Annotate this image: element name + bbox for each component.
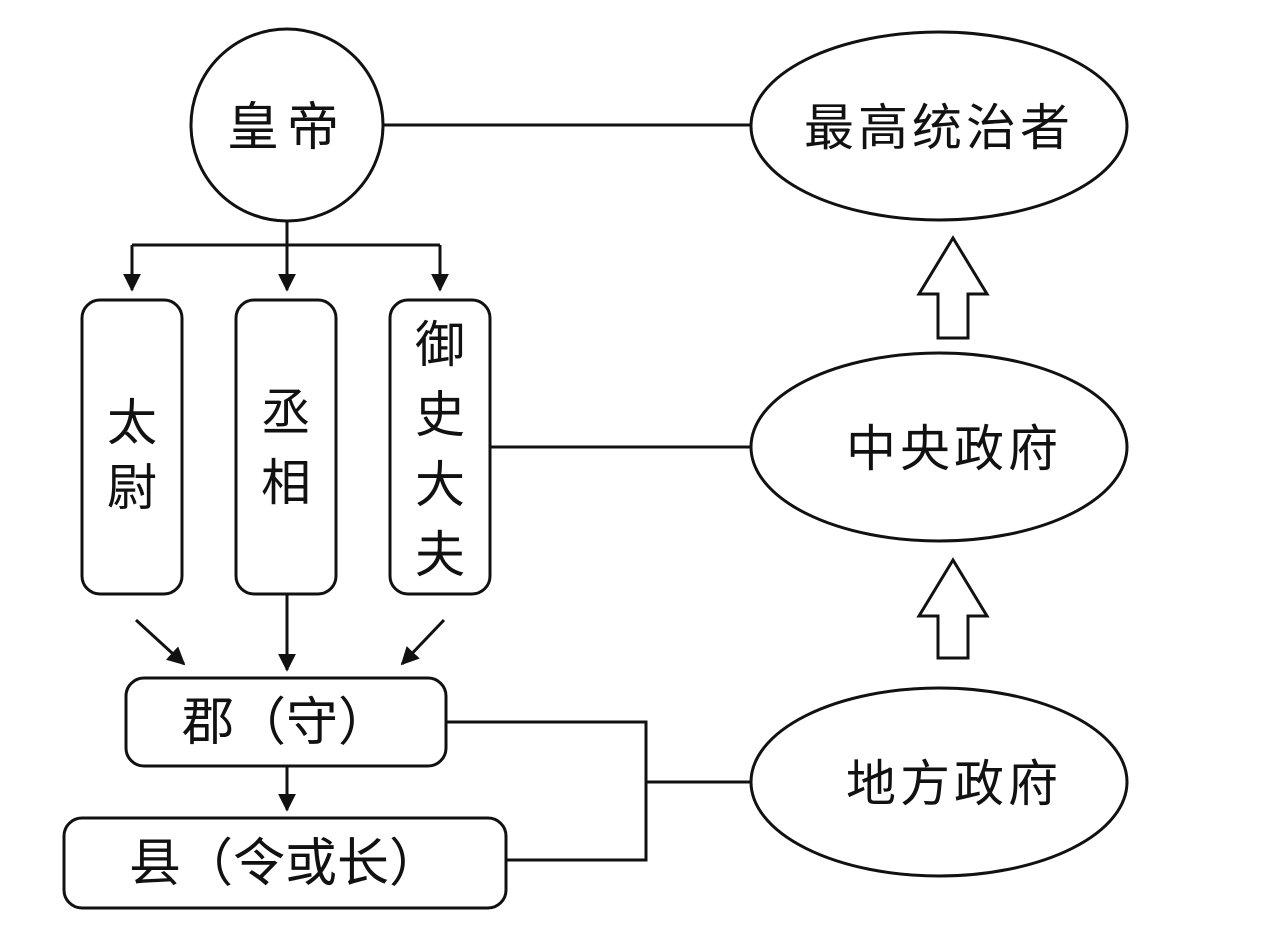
local-units-to-local-government-bracket [446, 720, 752, 862]
chengxiang-node: 丞 相 [234, 298, 338, 596]
local-government-label: 地方政府 [846, 755, 1062, 813]
emperor-label: 皇帝 [227, 98, 347, 158]
officials-to-jun-connector [134, 594, 446, 672]
xian-label: 县（令或长） [129, 834, 441, 894]
yushi-dafu-label-char-1: 御 [415, 316, 465, 374]
emperor-node: 皇帝 [189, 27, 385, 223]
jun-label: 郡（守） [182, 693, 390, 753]
chengxiang-label-char-2: 相 [261, 454, 311, 512]
yushi-dafu-label-char-4: 夫 [415, 526, 465, 584]
taiwei-node: 太 尉 [80, 298, 184, 596]
taiwei-label-char-2: 尉 [107, 459, 157, 517]
jun-node: 郡（守） [124, 676, 448, 768]
up-arrow-local-to-central [916, 557, 990, 660]
yushi-dafu-node: 御 史 大 夫 [388, 298, 492, 596]
yushi-dafu-label-char-3: 大 [415, 456, 465, 514]
taiwei-label-char-1: 太 [107, 394, 157, 452]
up-arrow-central-to-supreme [916, 235, 990, 340]
central-government-label: 中央政府 [846, 420, 1062, 478]
central-government-node: 中央政府 [749, 351, 1129, 543]
emperor-branch-connector [123, 221, 449, 292]
chengxiang-label-char-1: 丞 [261, 384, 311, 442]
supreme-ruler-node: 最高统治者 [749, 30, 1129, 222]
xian-node: 县（令或长） [62, 816, 508, 910]
yushi-dafu-label-char-2: 史 [415, 386, 465, 444]
local-government-node: 地方政府 [749, 686, 1129, 878]
supreme-ruler-label: 最高统治者 [804, 99, 1074, 157]
